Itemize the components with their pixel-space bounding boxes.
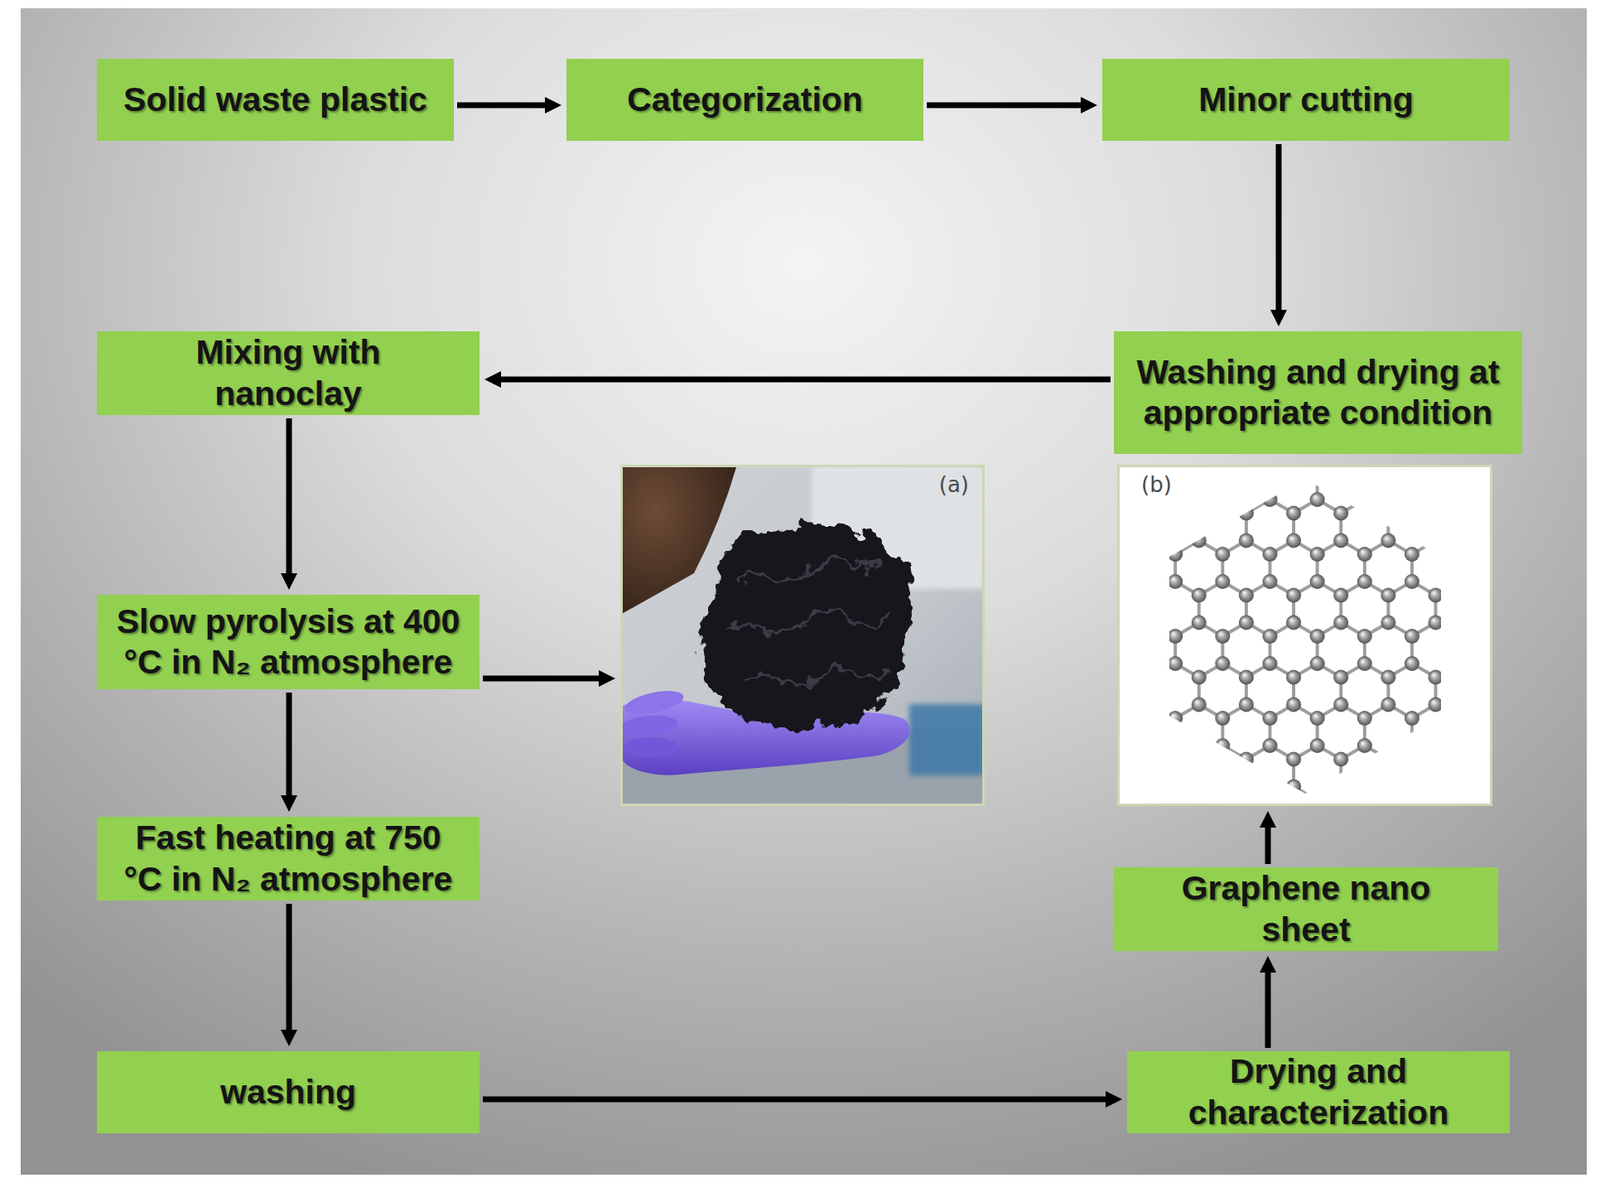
flow-arrow [482,1096,1106,1103]
process-label: Drying and characterization [1135,1050,1502,1133]
process-box: Solid waste plastic [96,58,454,141]
process-label: Graphene nano sheet [1165,867,1447,950]
process-label: Fast heating at 750 °C in N₂ atmosphere [118,817,458,899]
process-label: Slow pyrolysis at 400 °C in N₂ atmospher… [106,601,471,683]
photo-glove-finger [620,713,679,738]
process-label: Solid waste plastic [123,79,428,121]
photo-background [620,464,985,806]
process-label: Mixing with nanoclay [163,332,413,414]
photo-char [700,521,913,728]
process-label: washing [220,1071,357,1113]
image-panel: (a) [620,464,985,806]
char-photo [620,464,985,806]
image-panel: (b) [1117,464,1493,806]
process-label: Categorization [626,79,863,121]
panel-label: (b) [1141,472,1172,497]
process-label: Washing and drying at appropriate condit… [1122,351,1514,434]
flow-arrow [1265,972,1272,1048]
flow-arrow [286,903,293,1030]
process-box: Categorization [566,58,924,141]
process-box: Drying and characterization [1127,1050,1510,1133]
flow-arrow [457,102,545,109]
graphene-lattice [1169,478,1441,794]
process-box: Mixing with nanoclay [96,331,480,415]
photo-char-texture [728,561,891,682]
flow-arrow [482,675,599,682]
flow-arrow [501,376,1111,383]
photo-glove-finger [624,737,678,757]
model-background [1117,464,1493,806]
panel-label: (a) [939,472,969,497]
process-label: Minor cutting [1198,79,1414,121]
flow-arrow [286,692,293,796]
process-box: Fast heating at 750 °C in N₂ atmosphere [96,816,480,901]
process-box: Graphene nano sheet [1113,867,1499,951]
process-box: Washing and drying at appropriate condit… [1113,331,1523,454]
flow-arrow [286,418,293,574]
process-box: Minor cutting [1102,58,1510,141]
process-box: washing [96,1050,480,1133]
process-box: Slow pyrolysis at 400 °C in N₂ atmospher… [96,594,480,690]
flow-arrow [926,102,1081,109]
flow-arrow [1265,827,1272,864]
flow-arrow [1276,144,1282,310]
photo-glove-finger [622,686,685,719]
photo-blue-object [909,703,985,776]
graphene-model [1117,464,1493,806]
